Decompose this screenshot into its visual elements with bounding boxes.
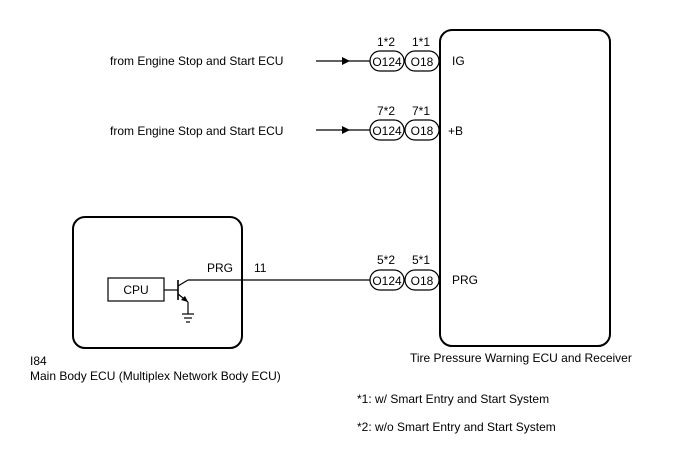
- terminal-ig-label: IG: [452, 54, 465, 68]
- row3-conn-b-label: O18: [411, 274, 434, 288]
- cpu-label: CPU: [123, 283, 148, 297]
- row1-pin-a: 1*2: [377, 35, 395, 49]
- note-1: *1: w/ Smart Entry and Start System: [357, 392, 549, 406]
- transistor-icon: [164, 279, 370, 314]
- row1-conn-b-label: O18: [411, 55, 434, 69]
- ecu-pin-11: 11: [254, 261, 267, 275]
- ecu-code: I84: [30, 354, 47, 368]
- b-arrow: [342, 126, 350, 134]
- row2-conn-b-label: O18: [411, 124, 434, 138]
- terminal-prg-label: PRG: [452, 273, 478, 287]
- note-2: *2: w/o Smart Entry and Start System: [357, 420, 556, 434]
- row3-connector-a: [369, 269, 405, 291]
- row1-conn-a-label: O124: [372, 55, 402, 69]
- row1-connector-a: [369, 50, 405, 72]
- row3-pin-a: 5*2: [377, 253, 395, 267]
- row2-conn-a-label: O124: [372, 124, 402, 138]
- receiver-box: [439, 29, 611, 347]
- ground-icon: [182, 313, 194, 323]
- ig-arrow: [342, 57, 350, 65]
- row1-pin-b: 1*1: [412, 35, 430, 49]
- row1-connector-b: [404, 50, 440, 72]
- ecu-label: Main Body ECU (Multiplex Network Body EC…: [30, 369, 281, 383]
- row3-pin-b: 5*1: [412, 253, 430, 267]
- terminal-b-label: +B: [448, 124, 463, 138]
- row2-connector-a: [369, 119, 405, 141]
- row2-connector-b: [404, 119, 440, 141]
- ig-source-label: from Engine Stop and Start ECU: [110, 54, 283, 68]
- b-source-label: from Engine Stop and Start ECU: [110, 124, 283, 138]
- row3-conn-a-label: O124: [372, 274, 402, 288]
- row3-connector-b: [404, 269, 440, 291]
- row2-pin-a: 7*2: [377, 104, 395, 118]
- receiver-label: Tire Pressure Warning ECU and Receiver: [410, 351, 632, 365]
- row2-pin-b: 7*1: [412, 104, 430, 118]
- ecu-terminal-prg: PRG: [207, 261, 233, 275]
